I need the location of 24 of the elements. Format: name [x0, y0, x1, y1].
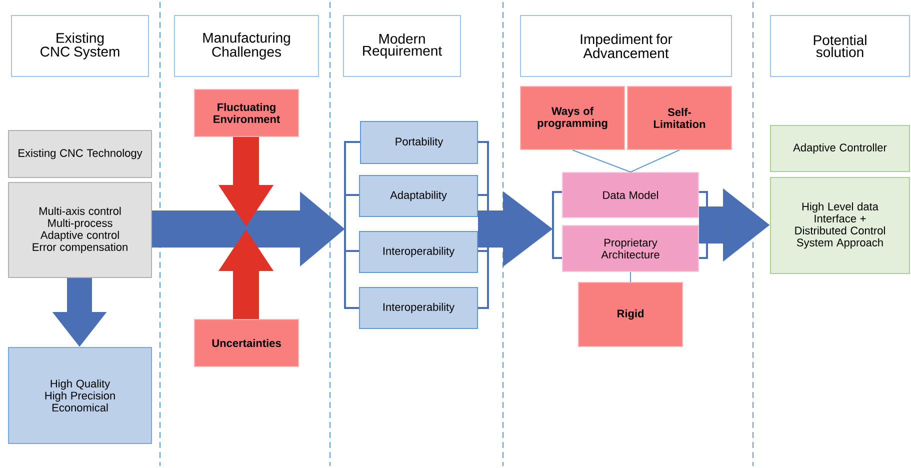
- impediment-box: Self-Limitation: [627, 86, 732, 150]
- challenge-box: Uncertainties: [194, 319, 299, 367]
- outcome-box: High Quality High Precision Economical: [8, 347, 152, 444]
- header-box: Existing CNC System: [11, 15, 149, 77]
- impediment-box: Ways of programming: [520, 86, 625, 150]
- impediment-box: Rigid: [578, 282, 683, 347]
- solution-box: High Level data Interface + Distributed Control System Approach: [770, 177, 910, 274]
- technology-box: Existing CNC Technology: [8, 130, 152, 178]
- requirement-box: Interoperability: [359, 231, 478, 273]
- impediment-box: Data Model: [562, 172, 699, 218]
- connector-line: [572, 150, 631, 172]
- challenge-box: Fluctuating Environment: [194, 89, 299, 137]
- header-box: Impediment for Advancement: [520, 15, 732, 77]
- impediment-box: Proprietary Architecture: [562, 225, 699, 272]
- header-box: Modern Requirement: [343, 15, 461, 77]
- connector-line: [630, 272, 631, 282]
- technology-box: Multi-axis control Multi-process Adaptive control Error compensation: [8, 182, 152, 278]
- requirement-box: Portability: [360, 121, 478, 164]
- header-box: Manufacturing Challenges: [174, 15, 319, 77]
- requirement-box: Interoperability: [359, 287, 478, 329]
- requirement-box: Adaptability: [359, 175, 478, 217]
- solution-box: Adaptive Controller: [770, 125, 910, 172]
- connector-line: [630, 150, 680, 172]
- header-box: Potential solution: [770, 15, 910, 77]
